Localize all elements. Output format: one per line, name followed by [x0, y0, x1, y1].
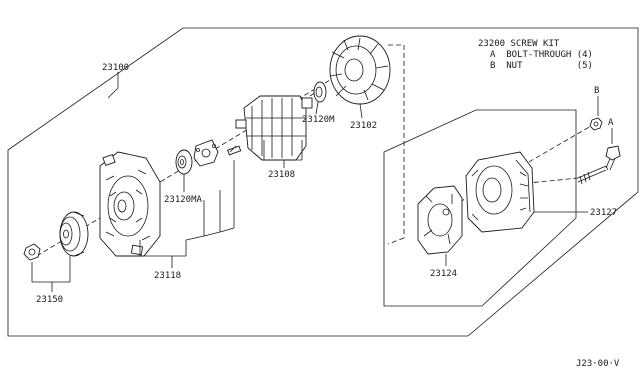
leader-lines	[31, 72, 613, 292]
screw-kit-line-b: B NUT (5)	[490, 61, 593, 71]
label-23108: 23108	[268, 170, 295, 180]
assembly-boundary	[7, 27, 639, 337]
screw-kit-legend: 23200 SCREW KIT A BOLT-THROUGH (4) B NUT…	[478, 39, 593, 71]
rear-bearing	[313, 81, 327, 103]
rear-housing	[465, 151, 535, 233]
retainer-screw	[227, 145, 242, 156]
callout-a: A	[608, 118, 614, 128]
label-23127: 23127	[590, 208, 617, 218]
through-bolt	[577, 145, 621, 185]
label-23118: 23118	[154, 271, 181, 281]
small-nut	[589, 117, 603, 131]
label-23120m: 23120M	[302, 115, 335, 125]
stator	[329, 35, 391, 105]
diagram-code: J23·00·V	[576, 359, 620, 369]
bearing-retainer	[193, 139, 219, 167]
label-23124: 23124	[430, 269, 457, 279]
rear-cover-group-boundary	[383, 109, 577, 307]
rotor	[235, 91, 317, 161]
front-bearing	[175, 149, 193, 175]
label-23100: 23100	[102, 63, 129, 73]
rectifier-assembly	[417, 185, 463, 255]
label-23102: 23102	[350, 121, 377, 131]
screw-kit-title: 23200 SCREW KIT	[478, 39, 560, 49]
pulley-nut	[23, 243, 41, 261]
screw-kit-line-a: A BOLT-THROUGH (4)	[490, 50, 593, 60]
callout-b: B	[594, 86, 599, 96]
label-23120ma: 23120MA	[164, 195, 203, 205]
label-23150: 23150	[36, 295, 63, 305]
front-housing	[99, 151, 161, 257]
pulley	[59, 211, 89, 257]
